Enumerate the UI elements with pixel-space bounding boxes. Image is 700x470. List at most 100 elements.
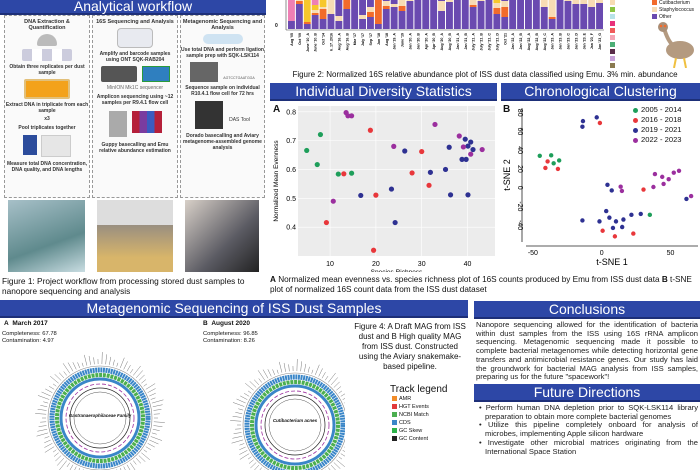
gene-label-tick — [54, 374, 62, 381]
gene-label-tick — [84, 354, 88, 366]
workflow-column-16s: 16S Sequencing and Analysis Amplify and … — [92, 15, 178, 198]
bar-segment — [501, 7, 509, 17]
bar-segment — [406, 0, 414, 29]
gene-label-tick — [231, 439, 244, 444]
y-axis-label: Normalized Mean Evenness — [273, 140, 280, 222]
track-legend-title: Track legend — [390, 384, 448, 395]
inner-ring — [73, 391, 127, 445]
panel-label-a: A — [273, 104, 281, 115]
das-tool-label: DAS Tool — [229, 117, 250, 123]
x-tick-label: July '21_D — [495, 33, 499, 51]
y-tick-label: 0.5 — [286, 196, 296, 203]
gene-label-tick — [342, 398, 345, 400]
gene-label-tick — [152, 429, 160, 431]
x-tick-label: Mar '17 — [353, 33, 357, 45]
x-tick-label: Aug '18 — [385, 33, 389, 46]
column-title: 16S Sequencing and Analysis — [96, 19, 174, 25]
gc-content-track — [264, 394, 326, 456]
lab-photo-1 — [97, 200, 173, 272]
bar-segment — [382, 6, 390, 9]
data-point — [427, 169, 434, 175]
bar-segment — [588, 0, 596, 7]
data-point — [388, 186, 395, 192]
bar-segment — [288, 21, 295, 29]
gene-label-tick — [66, 462, 70, 468]
data-point — [612, 234, 618, 239]
bar-segment — [351, 0, 359, 4]
gene-label-tick — [321, 372, 326, 379]
data-point — [468, 139, 474, 145]
gene-label-tick — [37, 395, 50, 400]
bar-segment — [469, 0, 477, 5]
data-point — [409, 170, 415, 176]
y-tick-label: 0 — [516, 186, 523, 190]
y-tick-label: 0.8 — [286, 109, 296, 116]
gene-label-tick — [62, 363, 70, 374]
data-point — [335, 171, 341, 177]
x-tick-label: Aug '16_A — [337, 33, 341, 51]
bar-segment — [398, 0, 406, 6]
bar-segment — [367, 12, 374, 17]
gene-label-tick — [150, 397, 156, 400]
gene-label-tick — [43, 401, 49, 404]
bar-segment — [438, 0, 445, 1]
gene-label-tick — [333, 462, 341, 469]
ncbi-match-track — [250, 380, 340, 470]
bar-segment — [311, 15, 319, 29]
bar-segment — [588, 7, 596, 29]
mag-header: Metagenomic Sequencing of ISS Dust Sampl… — [0, 300, 468, 318]
data-point — [621, 217, 626, 222]
data-point — [314, 161, 320, 168]
x-tick-label: Oct '09 — [298, 33, 302, 45]
bar-segment — [548, 19, 556, 29]
x-tick-label: Aug '20_B — [448, 33, 452, 51]
x-tick-label: Aug '20_A — [440, 33, 444, 51]
x-tick-label: -50 — [528, 250, 538, 257]
bar-segment — [311, 10, 319, 13]
x-tick-label: Jan '23_D — [574, 33, 578, 50]
gene-label-tick — [133, 460, 137, 465]
track-legend-item: GC Skew — [392, 427, 447, 435]
gene-label-tick — [230, 420, 242, 422]
gene-label-tick — [149, 393, 156, 397]
gene-label-tick — [233, 432, 242, 434]
data-point — [666, 177, 671, 182]
step-text: Pool triplicates together — [18, 125, 76, 131]
data-point — [358, 192, 364, 199]
x-tick-label: 0 — [600, 250, 604, 257]
gene-label-tick — [330, 377, 338, 386]
gene-label-tick — [143, 383, 148, 387]
conclusions-text: Nanopore sequencing allowed for the iden… — [476, 320, 698, 382]
bar-segment — [311, 0, 319, 5]
inner-ring — [268, 398, 322, 452]
conclusions-header: Conclusions — [474, 301, 700, 319]
flow-cell-image — [141, 66, 170, 82]
data-point — [349, 170, 355, 176]
bar-segment — [303, 22, 311, 24]
data-point — [651, 184, 656, 190]
data-point — [555, 166, 561, 172]
data-point — [619, 188, 625, 194]
gene-label-tick — [44, 443, 53, 448]
data-point — [580, 218, 585, 223]
triplicate-label: x3 — [44, 116, 50, 122]
x-tick-label: Jan '23_F — [590, 32, 594, 49]
gene-label-tick — [151, 399, 164, 404]
x-tick-label: Jan '22_B — [519, 33, 523, 50]
gene-label-tick — [344, 446, 345, 448]
bar-segment — [367, 17, 374, 29]
bar-segment — [327, 14, 335, 29]
gene-label-tick — [262, 369, 269, 379]
bar-segment — [382, 9, 390, 29]
data-point — [556, 158, 562, 163]
mag-a-title: A March 2017 — [4, 320, 48, 327]
bar-segment — [438, 11, 445, 29]
x-tick-label: Jan '23_E — [582, 32, 586, 49]
x-axis-label: t-SNE 1 — [596, 257, 628, 267]
data-point — [349, 113, 355, 119]
y-axis-label: t-SNE 2 — [502, 159, 512, 191]
bar-segment — [414, 0, 422, 29]
gene-label-tick — [59, 372, 65, 379]
gene-label-tick — [248, 459, 254, 464]
